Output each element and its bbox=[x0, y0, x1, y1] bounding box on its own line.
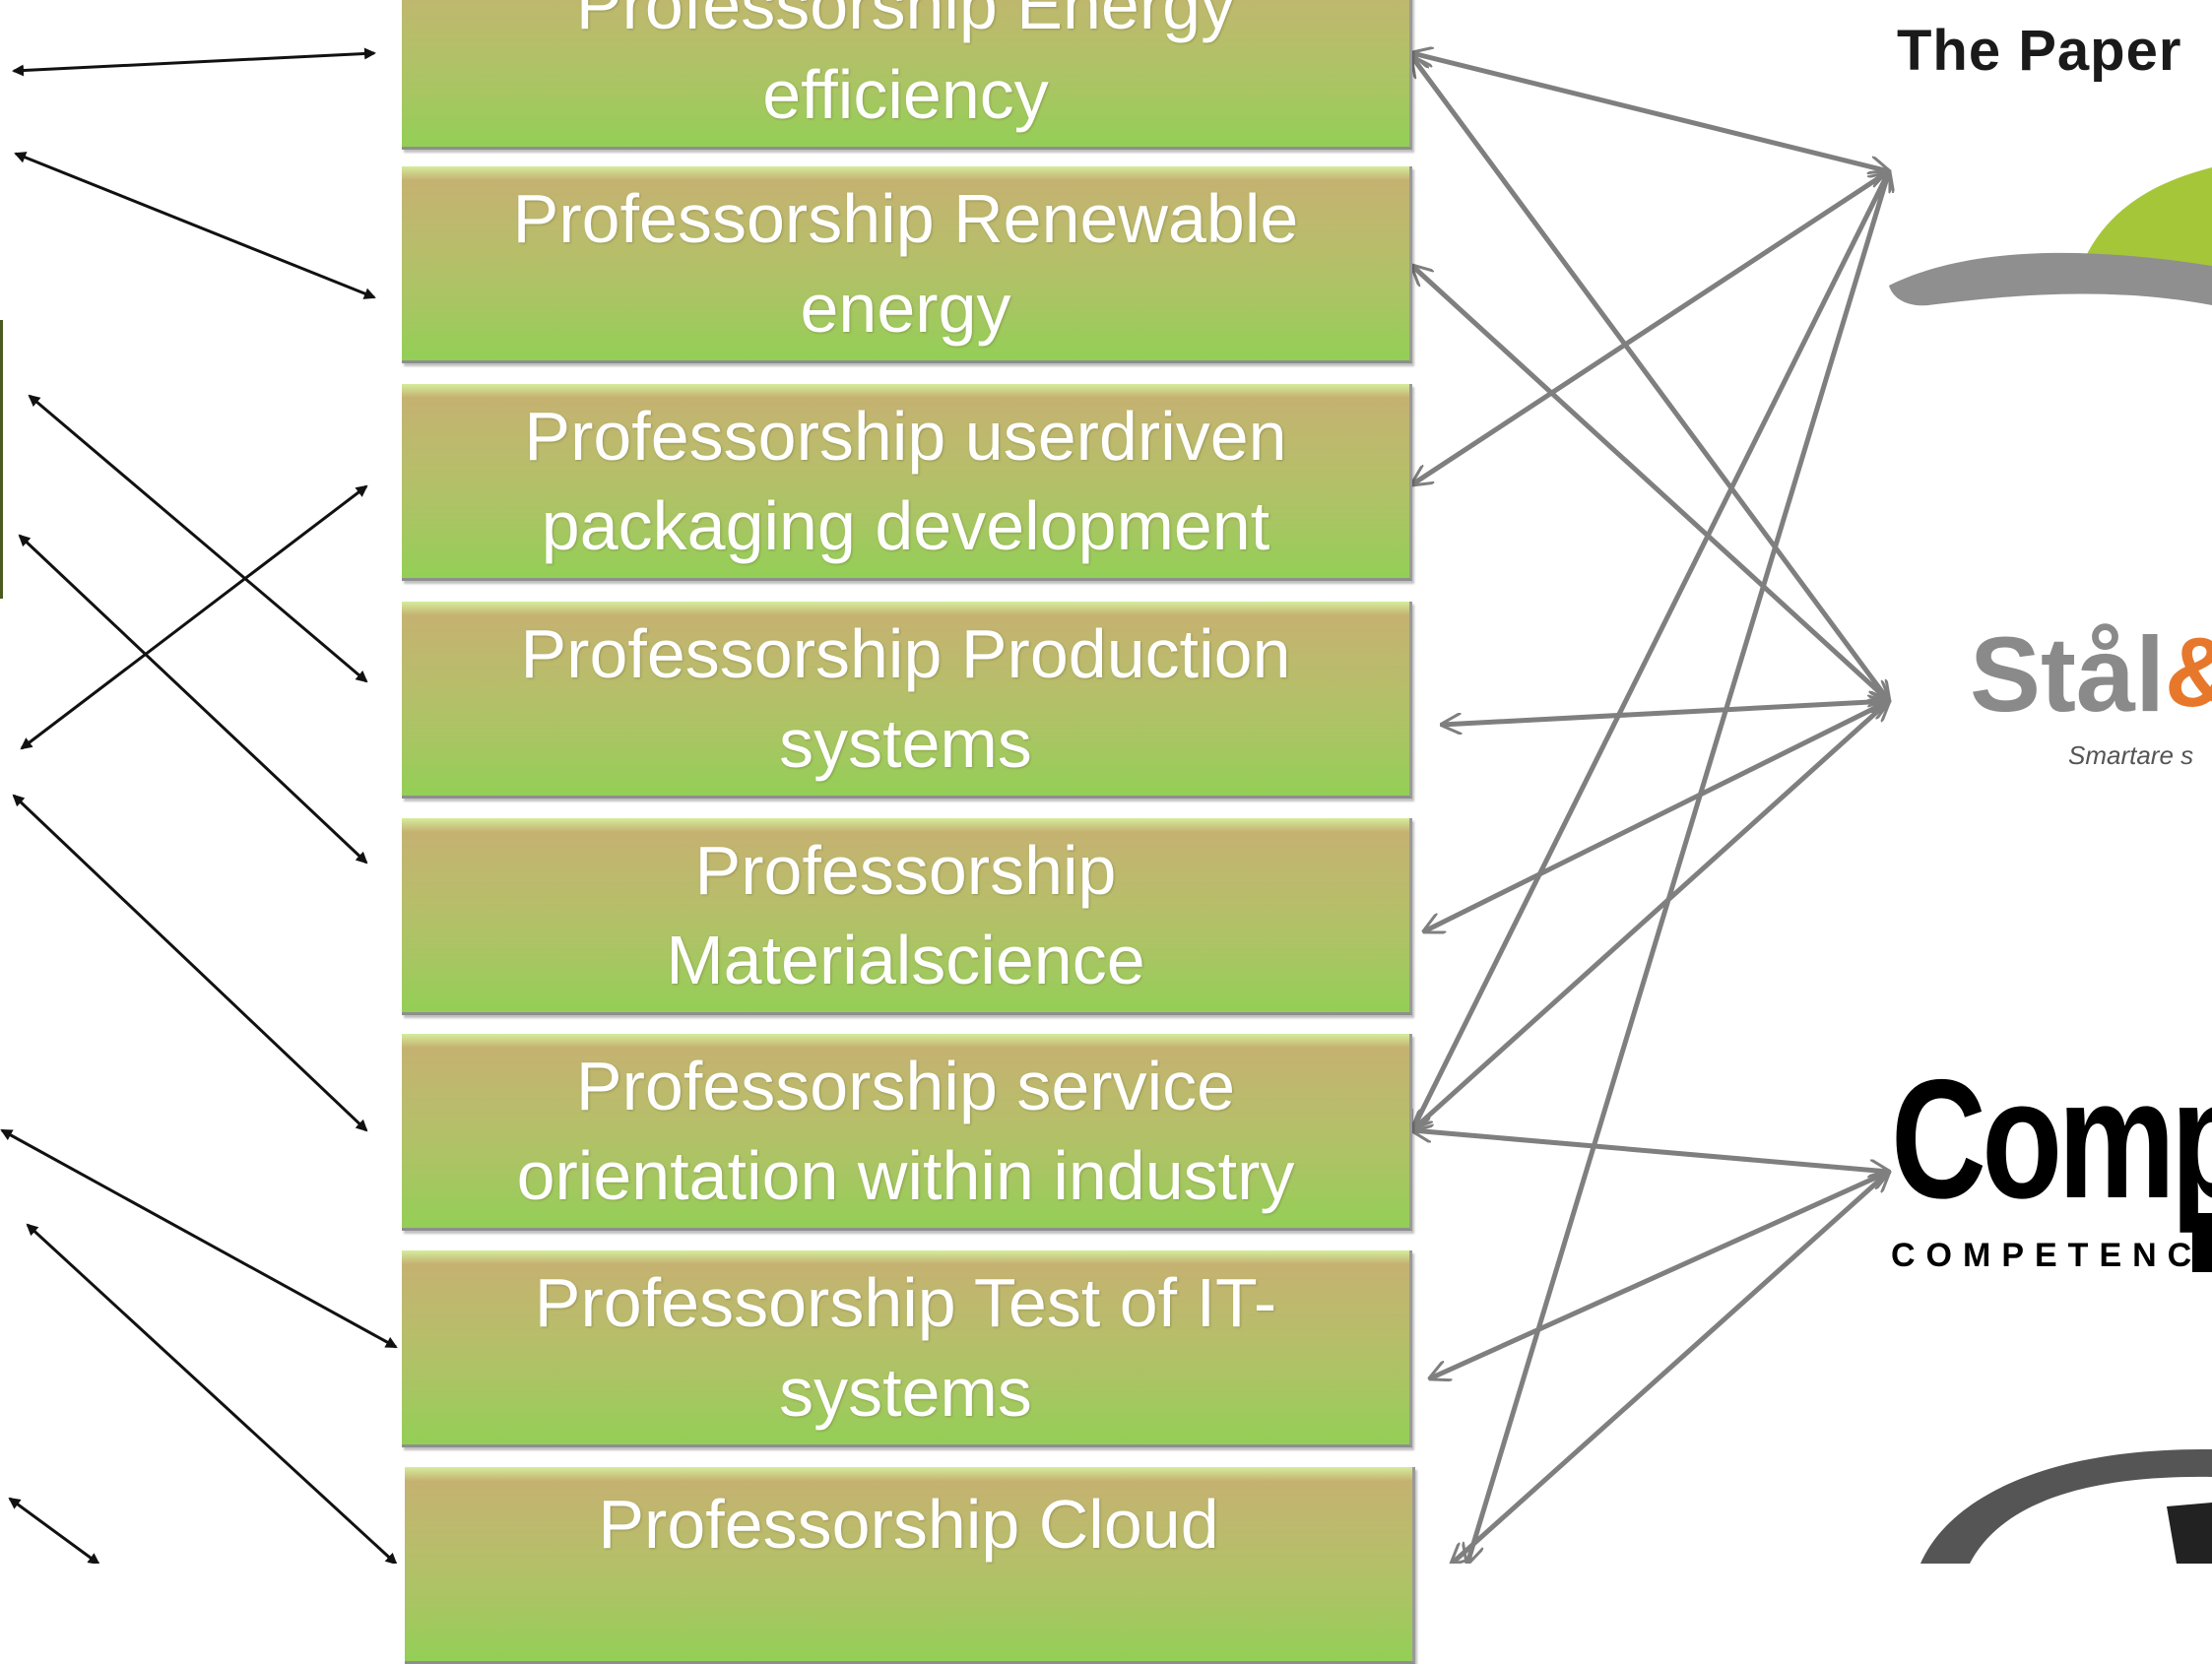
box-label-line: energy bbox=[800, 269, 1011, 347]
box-label-line: efficiency bbox=[762, 55, 1049, 133]
left-connector-arrow bbox=[12, 794, 368, 1132]
left-connector-arrow bbox=[14, 152, 376, 299]
stal-logo-text: Stål bbox=[1970, 614, 2166, 734]
left-connector-arrow bbox=[8, 1497, 100, 1564]
professorship-box-energy-efficiency: Professorship Energy efficiency bbox=[402, 0, 1412, 150]
left-connector-arrow bbox=[0, 1128, 398, 1349]
left-connector-arrow bbox=[18, 534, 368, 864]
professorship-box-service-orientation: Professorship service orientation within … bbox=[402, 1034, 1412, 1231]
right-connector-arrow bbox=[1424, 701, 1889, 931]
professorship-box-renewable-energy: Professorship Renewable energy bbox=[402, 166, 1412, 363]
box-label-line: Professorship Cloud bbox=[598, 1486, 1219, 1563]
right-connector-arrow bbox=[1452, 1172, 1889, 1564]
left-connector-arrow bbox=[28, 394, 368, 683]
right-connector-arrow bbox=[1412, 701, 1889, 1130]
box-label-line: systems bbox=[779, 704, 1032, 782]
box-label-line: Professorship service bbox=[575, 1047, 1236, 1124]
swirl-logo bbox=[1920, 1448, 2212, 1564]
right-connector-arrow bbox=[1442, 701, 1889, 725]
left-connector-arrow bbox=[20, 484, 368, 750]
professorship-box-cloud: Professorship Cloud bbox=[405, 1467, 1415, 1664]
paper-province-leaf-logo bbox=[1889, 167, 2212, 306]
connection-arrows bbox=[0, 0, 2212, 1564]
right-connector-arrow bbox=[1412, 171, 1889, 1130]
box-label-line: orientation within industry bbox=[516, 1136, 1295, 1214]
left-arrow-group bbox=[0, 47, 398, 1564]
compare-logo-bar bbox=[2192, 1213, 2212, 1272]
right-arrow-group bbox=[1412, 53, 1889, 1564]
box-label-line: Professorship bbox=[694, 831, 1117, 909]
professorship-box-production-systems: Professorship Production systems bbox=[402, 602, 1412, 799]
left-logo-fragment bbox=[0, 320, 3, 599]
right-connector-arrow bbox=[1467, 171, 1889, 1564]
left-connector-arrow bbox=[12, 47, 376, 77]
paper-province-logo-text: The Paper bbox=[1897, 19, 2182, 83]
box-label-line: Professorship Production bbox=[520, 614, 1291, 692]
box-label-line: Professorship userdriven bbox=[524, 397, 1287, 475]
left-connector-arrow bbox=[26, 1223, 398, 1564]
right-connector-arrow bbox=[1412, 1130, 1889, 1172]
stal-logo-tagline: Smartare s bbox=[2068, 740, 2194, 770]
professorship-box-packaging-development: Professorship userdriven packaging develo… bbox=[402, 384, 1412, 581]
compare-logo-text: Comp bbox=[1891, 1045, 2212, 1234]
box-label-line: Professorship Test of IT- bbox=[534, 1263, 1277, 1341]
box-label-line: Professorship Energy bbox=[575, 0, 1236, 43]
professorship-box-test-it-systems: Professorship Test of IT-systems bbox=[402, 1250, 1412, 1447]
box-label-line: packaging development bbox=[541, 486, 1270, 564]
compare-logo-tagline: COMPETENCE bbox=[1891, 1237, 2212, 1274]
box-label-line: Professorship Renewable bbox=[512, 179, 1299, 257]
right-connector-arrow bbox=[1412, 266, 1889, 701]
box-label-line: systems bbox=[779, 1353, 1032, 1431]
box-label-line: Materialscience bbox=[666, 921, 1145, 998]
stal-logo-ampersand: & bbox=[2165, 616, 2212, 730]
right-connector-arrow bbox=[1430, 1172, 1889, 1378]
